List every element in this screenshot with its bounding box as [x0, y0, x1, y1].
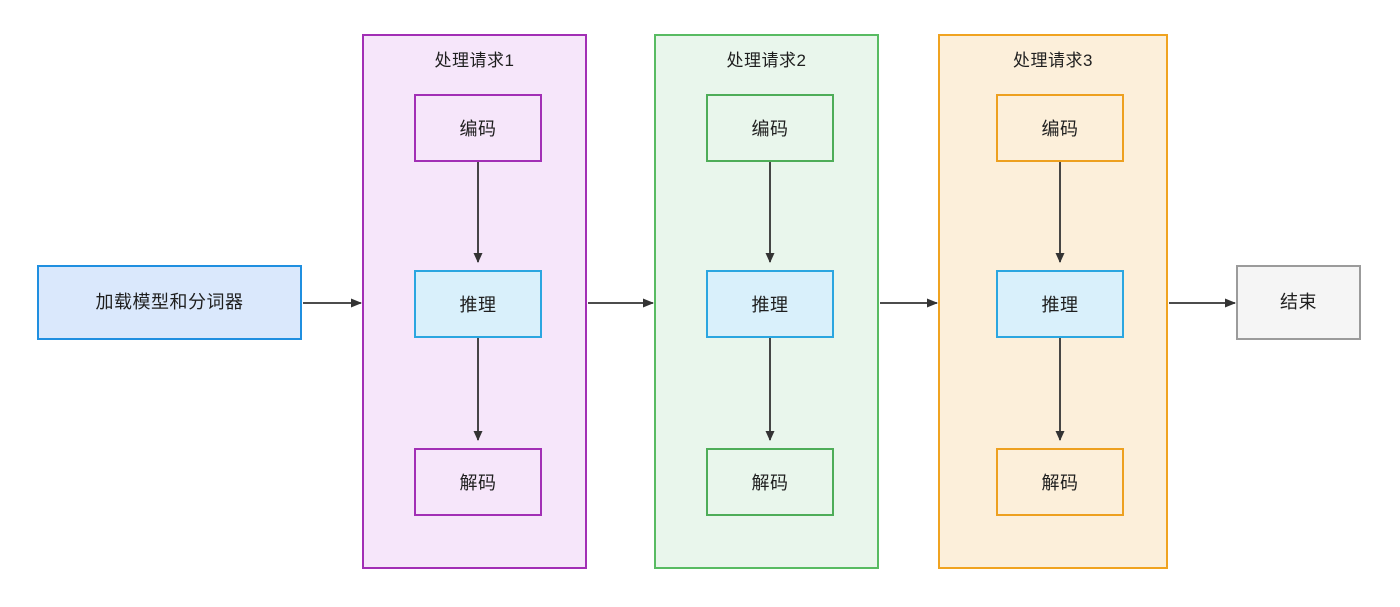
step-decode-request-2[interactable]: 解码	[706, 448, 834, 516]
step-decode-request-3[interactable]: 解码	[996, 448, 1124, 516]
edges-internal-request-1	[364, 36, 589, 571]
node-load-model-tokenizer[interactable]: 加载模型和分词器	[37, 265, 302, 340]
step-encode-request-2[interactable]: 编码	[706, 94, 834, 162]
step-label: 推理	[459, 295, 497, 315]
group-request-2[interactable]: 处理请求2 编码 推理 解码	[654, 34, 879, 569]
step-label: 编码	[459, 119, 497, 139]
step-label: 编码	[751, 119, 789, 139]
group-title-request-2: 处理请求2	[726, 51, 807, 70]
node-label: 结束	[1280, 291, 1317, 312]
node-end[interactable]: 结束	[1236, 265, 1361, 340]
step-label: 解码	[1041, 473, 1079, 493]
group-request-3[interactable]: 处理请求3 编码 推理 解码	[938, 34, 1168, 569]
step-infer-request-1[interactable]: 推理	[414, 270, 542, 338]
group-title-request-1: 处理请求1	[434, 51, 515, 70]
step-infer-request-3[interactable]: 推理	[996, 270, 1124, 338]
step-label: 推理	[1041, 295, 1079, 315]
step-label: 推理	[751, 295, 789, 315]
step-encode-request-1[interactable]: 编码	[414, 94, 542, 162]
step-label: 解码	[459, 473, 497, 493]
step-infer-request-2[interactable]: 推理	[706, 270, 834, 338]
edges-internal-request-2	[656, 36, 881, 571]
group-request-1[interactable]: 处理请求1 编码 推理 解码	[362, 34, 587, 569]
step-label: 编码	[1041, 119, 1079, 139]
node-label: 加载模型和分词器	[95, 291, 244, 312]
group-title-request-3: 处理请求3	[1013, 51, 1093, 70]
step-encode-request-3[interactable]: 编码	[996, 94, 1124, 162]
step-decode-request-1[interactable]: 解码	[414, 448, 542, 516]
edges-internal-request-3	[940, 36, 1170, 571]
step-label: 解码	[751, 473, 789, 493]
